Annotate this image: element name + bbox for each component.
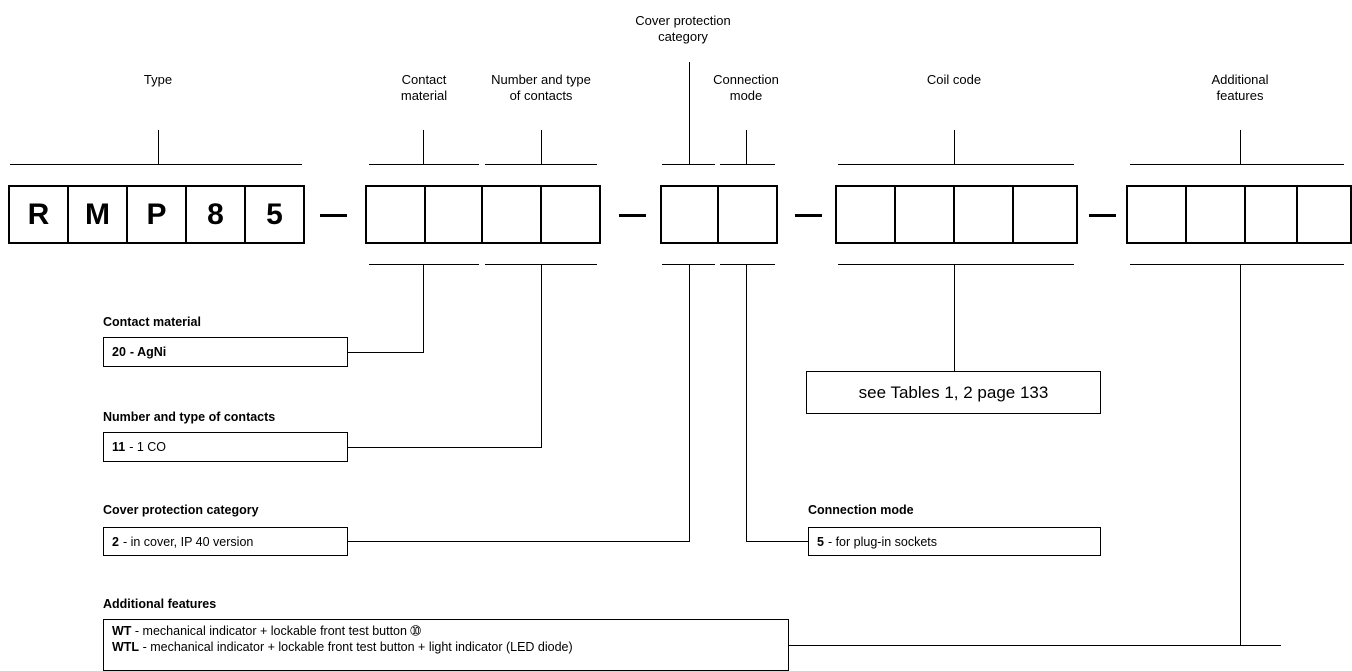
additional-features-cell-3 [1244, 185, 1298, 244]
contact-material-leader-h [347, 352, 424, 353]
separator-dash-1 [320, 214, 347, 217]
contact-material-box: 20 - AgNi [103, 337, 348, 367]
cover-protection-box: 2 - in cover, IP 40 version [103, 527, 348, 556]
coil-code-cell-3 [953, 185, 1014, 244]
number-type-bracket [485, 164, 597, 165]
coil-code-connector [954, 130, 955, 164]
contact-material-desc: - AgNi [129, 345, 167, 359]
additional-feature-line-wtl: WTL - mechanical indicator + lockable fr… [112, 639, 780, 655]
contact-material-cell-1 [365, 185, 426, 244]
coil-code-bracket [838, 164, 1074, 165]
wt-code: WT [112, 624, 132, 638]
additional-features-connector [1240, 130, 1241, 164]
connection-mode-title: Connection mode [808, 503, 914, 517]
cover-protection-cell [660, 185, 719, 244]
code-cell-5: 5 [244, 185, 305, 244]
coil-code-reference-box: see Tables 1, 2 page 133 [806, 371, 1101, 414]
separator-dash-4 [1089, 214, 1116, 217]
type-label: Type [143, 72, 173, 87]
cover-protection-title: Cover protection category [103, 503, 259, 517]
code-cell-1: R [8, 185, 69, 244]
contact-material-connector [423, 130, 424, 164]
contact-material-code: 20 [112, 345, 126, 359]
number-type-connector [541, 130, 542, 164]
additional-features-leader-h [788, 645, 1281, 646]
contact-material-cell-2 [424, 185, 483, 244]
additional-features-label: Additional features [1211, 72, 1269, 103]
cover-protection-code: 2 [112, 534, 119, 549]
coil-code-label: Coil code [926, 72, 982, 87]
coil-code-leader-v [954, 264, 955, 371]
cover-protection-lower-bracket [662, 264, 715, 265]
additional-features-leader-v [1240, 264, 1241, 646]
connection-mode-leader-h [746, 541, 809, 542]
connection-mode-label: Connection mode [713, 72, 779, 103]
additional-features-cell-2 [1185, 185, 1246, 244]
number-type-cell-1 [481, 185, 542, 244]
type-bracket [10, 164, 302, 165]
wtl-desc: - mechanical indicator + lockable front … [142, 640, 573, 654]
additional-features-cell-1 [1126, 185, 1187, 244]
additional-features-box: WT - mechanical indicator + lockable fro… [103, 619, 789, 671]
number-type-label: Number and type of contacts [491, 72, 591, 103]
code-cell-3: P [126, 185, 187, 244]
contact-material-leader-v [423, 264, 424, 353]
cover-protection-desc: - in cover, IP 40 version [122, 534, 254, 549]
additional-features-lower-bracket [1130, 264, 1344, 265]
contact-material-title: Contact material [103, 315, 201, 329]
type-connector [158, 130, 159, 164]
coil-code-cell-1 [835, 185, 896, 244]
cover-protection-bracket [662, 164, 715, 165]
wt-desc: - mechanical indicator + lockable front … [134, 624, 421, 638]
wtl-code: WTL [112, 640, 140, 654]
additional-features-title: Additional features [103, 597, 217, 611]
cover-protection-label: Cover protection category [635, 13, 731, 44]
additional-features-cell-4 [1296, 185, 1352, 244]
number-type-box: 11 - 1 CO [103, 432, 348, 462]
contact-material-lower-bracket [369, 264, 479, 265]
number-type-leader-h [347, 447, 542, 448]
additional-features-bracket [1130, 164, 1344, 165]
cover-protection-leader-v [689, 264, 690, 542]
connection-mode-box: 5 - for plug-in sockets [808, 527, 1101, 556]
connection-mode-connector [746, 130, 747, 164]
connection-mode-leader-v [746, 264, 747, 542]
connection-mode-cell [717, 185, 778, 244]
separator-dash-3 [795, 214, 822, 217]
code-cell-2: M [67, 185, 128, 244]
cover-protection-connector [689, 62, 690, 164]
number-type-leader-v [541, 264, 542, 448]
coil-code-cell-2 [894, 185, 955, 244]
connection-mode-code: 5 [817, 534, 824, 549]
additional-feature-line-wt: WT - mechanical indicator + lockable fro… [112, 623, 780, 639]
contact-material-bracket [369, 164, 479, 165]
connection-mode-desc: - for plug-in sockets [827, 534, 938, 549]
coil-code-cell-4 [1012, 185, 1078, 244]
number-type-desc: - 1 CO [129, 440, 167, 454]
number-type-code: 11 [112, 440, 126, 454]
coil-code-lower-bracket [838, 264, 1074, 265]
connection-mode-lower-bracket [720, 264, 775, 265]
separator-dash-2 [619, 214, 646, 217]
contact-material-label: Contact material [400, 72, 448, 103]
connection-mode-bracket [720, 164, 775, 165]
code-cell-4: 8 [185, 185, 246, 244]
number-type-title: Number and type of contacts [103, 410, 276, 424]
cover-protection-leader-h [347, 541, 690, 542]
number-type-cell-2 [540, 185, 601, 244]
